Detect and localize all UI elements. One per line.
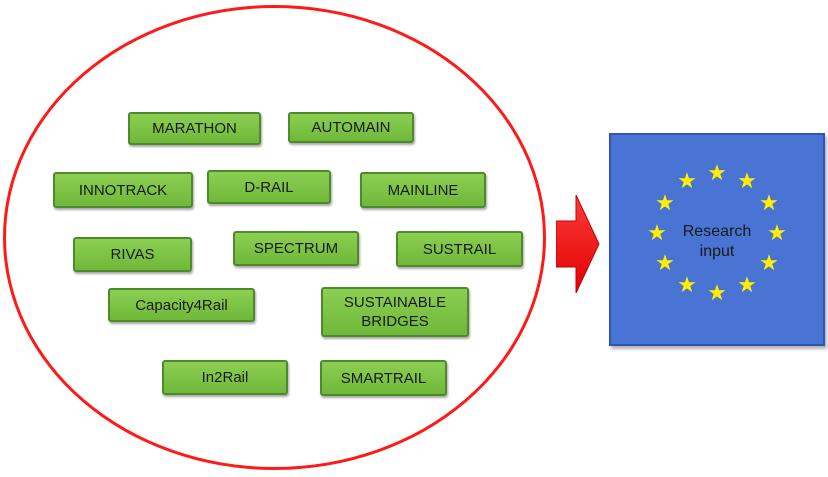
project-box-rivas: RIVAS bbox=[73, 237, 192, 272]
star-icon: ★ bbox=[737, 271, 757, 297]
project-box-d-rail: D-RAIL bbox=[207, 170, 331, 204]
right-arrow-icon bbox=[556, 194, 600, 294]
project-box-sustrail: SUSTRAIL bbox=[396, 231, 523, 267]
star-icon: ★ bbox=[767, 220, 787, 245]
project-box-marathon: MARATHON bbox=[128, 112, 261, 145]
star-icon: ★ bbox=[677, 168, 697, 194]
star-icon: ★ bbox=[655, 190, 675, 215]
project-box-sustainable-bridges: SUSTAINABLE BRIDGES bbox=[321, 287, 469, 337]
star-icon: ★ bbox=[759, 250, 779, 275]
project-box-automain: AUTOMAIN bbox=[288, 112, 414, 143]
star-icon: ★ bbox=[647, 220, 667, 245]
project-box-innotrack: INNOTRACK bbox=[53, 172, 193, 208]
star-icon: ★ bbox=[707, 280, 727, 305]
star-icon: ★ bbox=[707, 160, 727, 185]
project-box-in2rail: In2Rail bbox=[162, 360, 288, 395]
star-icon: ★ bbox=[655, 250, 675, 275]
star-icon: ★ bbox=[737, 168, 757, 194]
eu-flag: Research input ★★★★★★★★★★★★ bbox=[609, 133, 825, 346]
project-box-mainline: MAINLINE bbox=[360, 172, 486, 208]
project-box-capacity4rail: Capacity4Rail bbox=[108, 288, 255, 322]
projects-ellipse bbox=[3, 5, 546, 470]
star-icon: ★ bbox=[759, 190, 779, 215]
project-box-spectrum: SPECTRUM bbox=[233, 231, 359, 266]
star-icon: ★ bbox=[677, 271, 697, 297]
research-input-label: Research input bbox=[682, 223, 752, 260]
project-box-smartrail: SMARTRAIL bbox=[320, 360, 447, 396]
